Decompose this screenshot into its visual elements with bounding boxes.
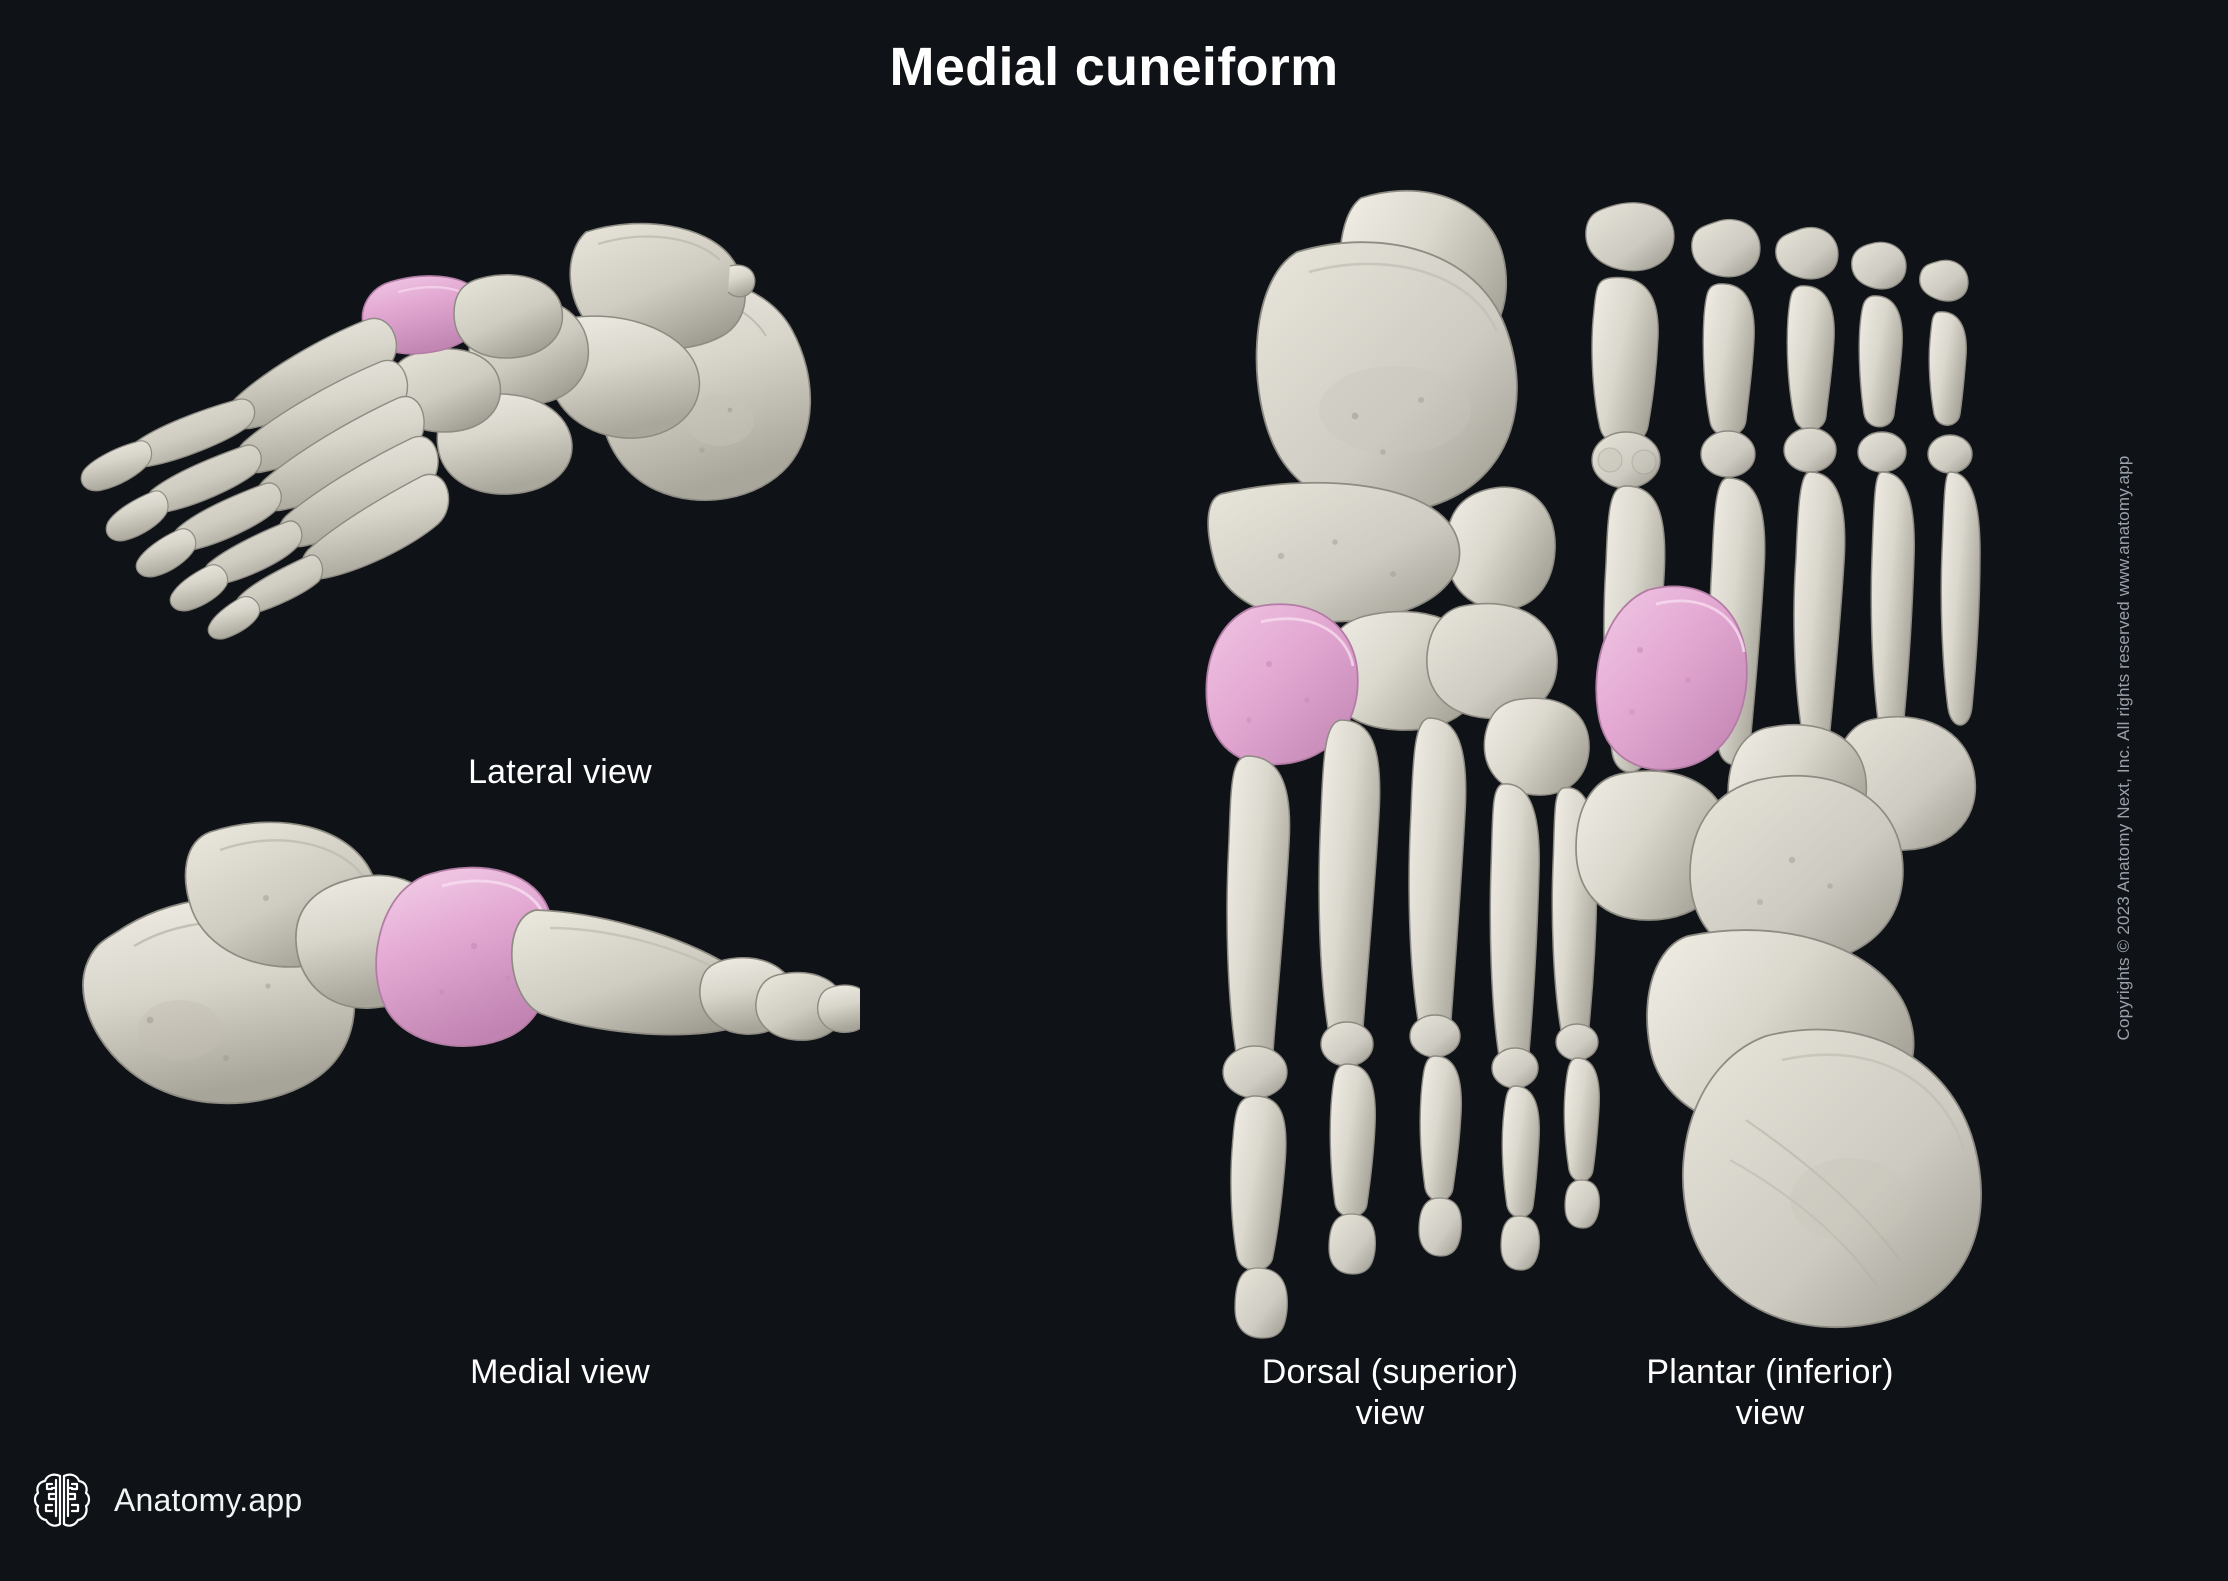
brand-name: Anatomy.app — [114, 1481, 303, 1518]
brain-icon — [33, 1473, 91, 1527]
label-plantar-line1: Plantar (inferior) — [1646, 1353, 1894, 1391]
bone-group-medial — [82, 821, 860, 1105]
figure-lateral-view — [30, 170, 860, 730]
highlight-medial-cuneiform-dorsal — [1205, 603, 1359, 766]
brand-logo[interactable]: Anatomy.app — [30, 1468, 302, 1532]
label-medial-view: Medial view — [470, 1353, 650, 1391]
highlight-medial-cuneiform-medial — [375, 866, 556, 1047]
label-plantar-view: Plantar (inferior) view — [1590, 1352, 1950, 1435]
label-lateral-view: Lateral view — [468, 753, 652, 791]
label-dorsal-line1: Dorsal (superior) — [1261, 1353, 1519, 1391]
highlight-medial-cuneiform-plantar — [1595, 585, 1748, 771]
page-title: Medial cuneiform — [889, 37, 1339, 97]
figure-plantar-view — [1570, 160, 2010, 1340]
label-dorsal-view: Dorsal (superior) view — [1210, 1352, 1570, 1435]
figure-dorsal-view — [1185, 160, 1605, 1340]
bone-group-lateral — [80, 222, 812, 640]
figure-medial-view — [30, 770, 860, 1340]
label-dorsal-line2: view — [1355, 1394, 1425, 1433]
copyright-notice: Copyrights © 2023 Anatomy Next, Inc. All… — [2114, 455, 2133, 1041]
label-plantar-line2: view — [1735, 1394, 1805, 1433]
bone-group-dorsal — [1205, 189, 1601, 1339]
bone-group-plantar — [1575, 202, 1982, 1329]
